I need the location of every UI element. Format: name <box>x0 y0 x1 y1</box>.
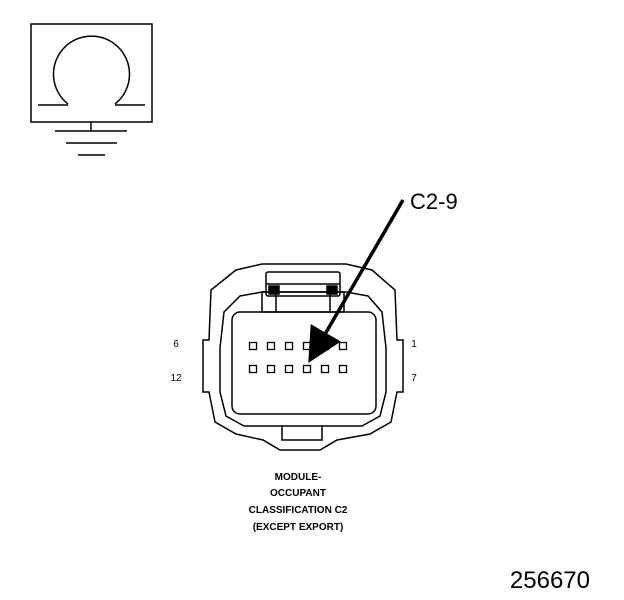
connector-pin-3 <box>302 341 312 351</box>
connector-c2 <box>202 263 404 451</box>
connector-outer-housing <box>202 263 404 451</box>
connector-pin-2 <box>320 341 330 351</box>
pin-label-row2-right: 7 <box>411 373 417 384</box>
connector-pin-7 <box>338 364 348 374</box>
ohmmeter-ground-icon <box>30 23 153 156</box>
connector-pin-12 <box>248 364 258 374</box>
caption-line-3: CLASSIFICATION C2 <box>249 505 348 516</box>
callout-arrow <box>308 199 405 364</box>
connector-pin-9 <box>302 364 312 374</box>
caption-line-2: OCCUPANT <box>270 488 326 499</box>
caption-line-1: MODULE- <box>275 472 322 483</box>
pin-label-row1-right: 1 <box>411 339 417 350</box>
callout-label: C2-9 <box>410 189 458 214</box>
connector-bottom-key <box>281 426 323 441</box>
connector-inner-housing <box>219 291 387 427</box>
connector-pin-4 <box>284 341 294 351</box>
pin-label-row2-left: 12 <box>170 373 182 384</box>
connector-pin-5 <box>266 341 276 351</box>
pin-label-row1-left: 6 <box>173 339 179 350</box>
connector-pin-1 <box>338 341 348 351</box>
connector-pin-11 <box>266 364 276 374</box>
caption-line-4: (EXCEPT EXPORT) <box>253 522 344 533</box>
connector-pin-10 <box>284 364 294 374</box>
connector-pin-6 <box>248 341 258 351</box>
connector-pins <box>248 341 348 374</box>
connector-cavity <box>231 311 377 415</box>
figure-number: 256670 <box>510 567 590 594</box>
connector-pin-8 <box>320 364 330 374</box>
